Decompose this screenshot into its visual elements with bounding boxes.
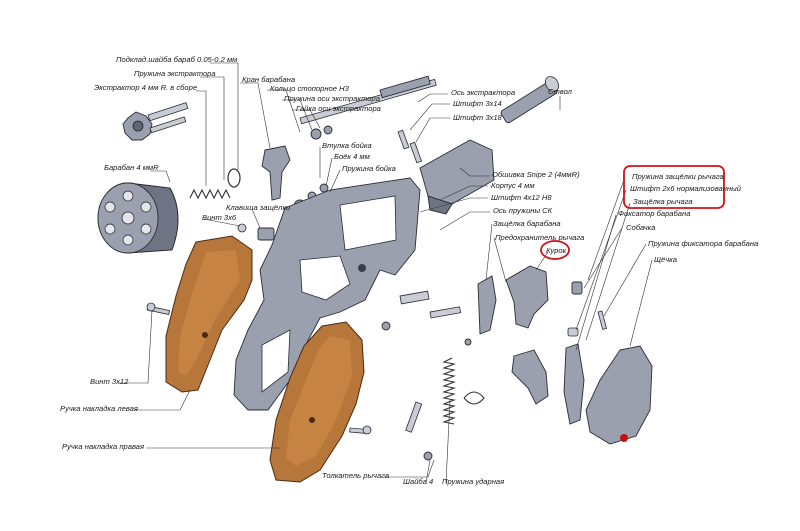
lockwork-part (381, 265, 549, 405)
label-pruzhina-fiksatora-barabana: Пружина фиксатора барабана (648, 239, 758, 248)
label-pruzhina-ekstraktora: Пружина экстрактора (134, 69, 216, 78)
label-predohranitel-rychaga: Предохранитель рычага (495, 233, 584, 242)
label-shtift-2x6: Штифт 2х6 нормализованный (630, 184, 742, 193)
highlight-box-lever-parts (623, 165, 725, 209)
label-kurok: Курок (546, 246, 567, 255)
label-stvol: Ствол (548, 87, 573, 96)
shim-part (227, 168, 241, 188)
latch-screws-part (146, 223, 372, 435)
label-pruzhina-boika: Пружина бойка (342, 164, 396, 173)
label-pruzhina-udarnaya: Пружина ударная (442, 477, 504, 486)
ejector-rod-part (299, 75, 437, 140)
label-boek: Боёк 4 мм (334, 152, 371, 161)
barrel-shroud-part (419, 139, 495, 215)
label-fiksator-barabana: Фиксатор барабана (618, 209, 690, 218)
label-ruchka-pravaya: Ручка накладка правая (62, 442, 144, 451)
label-os-ekstraktora: Ось экстрактора (451, 88, 515, 97)
label-ekstraktor: Экстрактор 4 мм R. в сборе (94, 83, 197, 92)
mainspring-part (405, 357, 485, 461)
highlight-circle-hammer (540, 240, 570, 260)
label-pruzhina-zaschelki-rychaga: Пружина защёлки рычага (632, 172, 724, 181)
label-ruchka-levaya: Ручка накладка левая (60, 404, 138, 413)
cylinder-part (97, 182, 179, 254)
barrel-part (500, 76, 560, 124)
label-korpus: Корпус 4 мм (491, 181, 535, 190)
label-baraban: Барабан 4 ммR (104, 163, 159, 172)
label-zaschelka-rychaga: Защёлка рычага (633, 197, 693, 206)
right-grip-part (269, 321, 365, 483)
label-shaiba-4: Шайба 4 (403, 477, 433, 486)
label-vint-3x6: Винт 3х6 (202, 213, 237, 222)
label-kolco-stopornoe: Кольцо стопорное Н3 (270, 84, 350, 93)
label-shtift-3x18: Штифт 3х18 (453, 113, 503, 122)
label-pruzhina-osi-ekstraktora: Пружина оси экстрактора (284, 94, 380, 103)
leader-lines (118, 62, 653, 484)
label-klavisha-zaschelki: Клавиша защёлки (226, 203, 291, 212)
crane-part (261, 145, 291, 201)
label-sobachka: Собачка (626, 223, 655, 232)
label-obshivka: Обшивка Snipe 2 (4ммR) (492, 170, 580, 179)
label-podkladnaya-shaiba: Подклад.шайба бараб 0.05-0.2 мм (116, 55, 238, 64)
label-scheka: Щёчка (654, 255, 677, 264)
right-small-parts (563, 281, 608, 425)
label-zaschelka-barabana: Защёлка барабана (493, 219, 561, 228)
extractor-spring-part (189, 188, 231, 200)
label-vtulka-boika: Втулка бойка (322, 141, 372, 150)
side-plate-part (585, 345, 653, 445)
label-shtift-3x14: Штифт 3х14 (453, 99, 502, 108)
label-gaika-osi-ekstraktora: Гайка оси экстрактора (296, 104, 381, 113)
label-tolkatel-rychaga: Толкатель рычага (322, 471, 389, 480)
extractor-part (122, 102, 189, 141)
label-kran-barabana: Кран барабана (242, 75, 295, 84)
left-grip-part (165, 235, 253, 393)
label-os-pruzhiny: Ось пружины СК (493, 206, 553, 215)
label-shtift-4x12: Штифт 4х12 Н8 (491, 193, 552, 202)
part-labels: Подклад.шайба бараб 0.05-0.2 мм Пружина … (60, 55, 758, 486)
label-vint-3x12: Винт 3х12 (90, 377, 129, 386)
